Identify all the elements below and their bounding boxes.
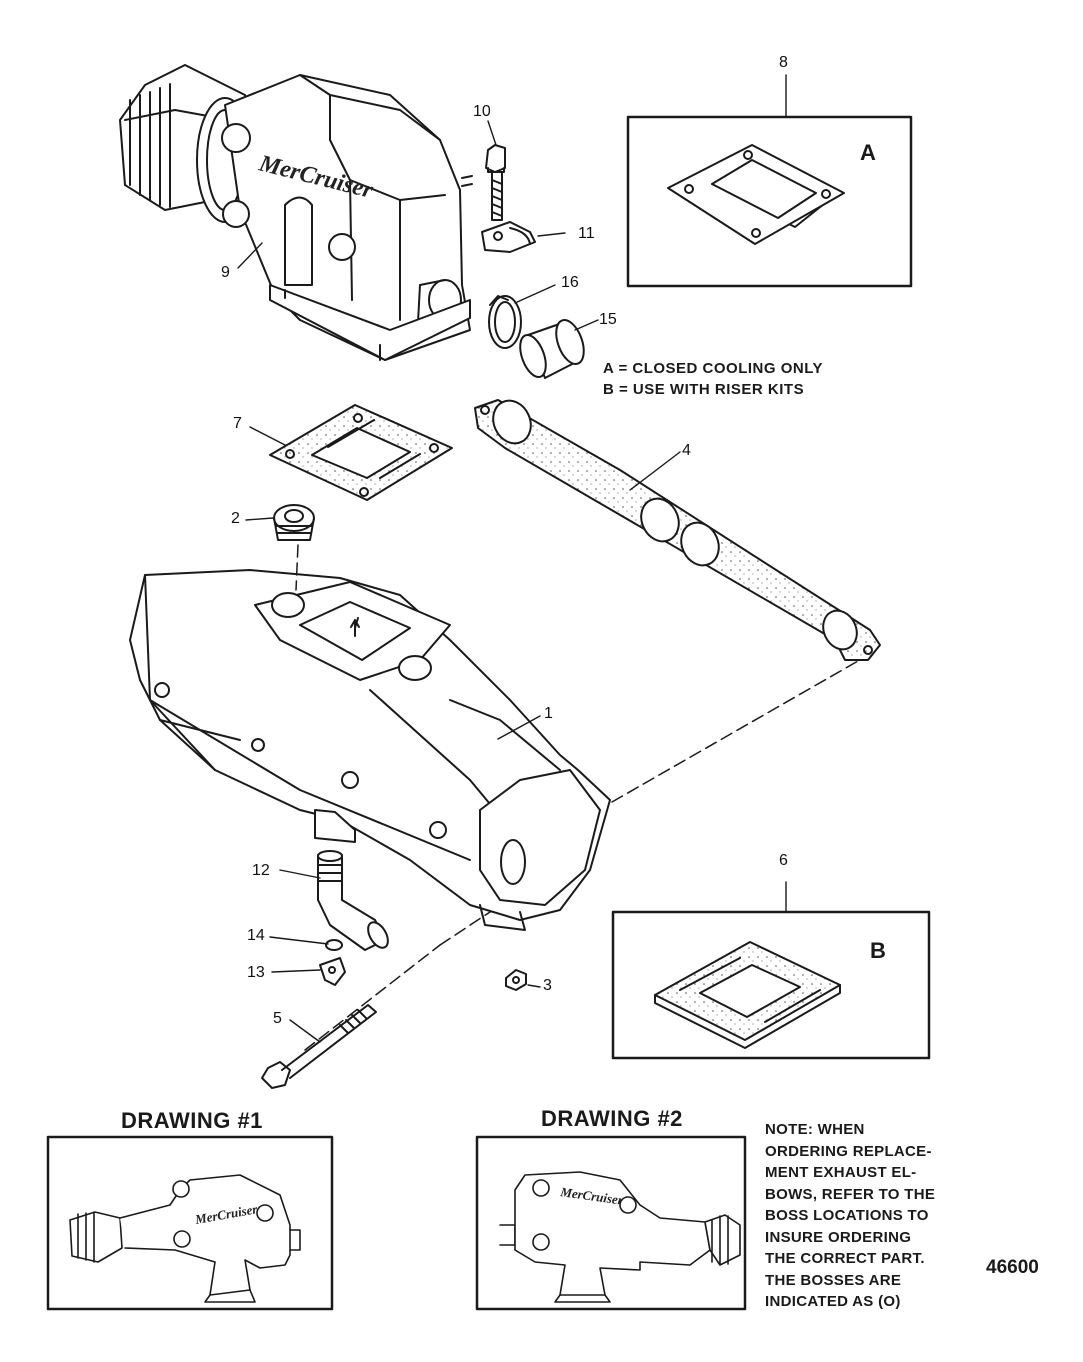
- callout-3: 3: [543, 977, 552, 994]
- exhaust-elbow-part-9: [119, 64, 473, 361]
- callout-15: 15: [599, 311, 617, 328]
- drawing-2-title: DRAWING #2: [541, 1106, 683, 1131]
- legend: A = CLOSED COOLING ONLY B = USE WITH RIS…: [603, 358, 823, 400]
- hose-part-15: [519, 319, 585, 379]
- clamp-part-11: [481, 221, 536, 253]
- drawing-2-box: [475, 1135, 747, 1311]
- exhaust-manifold-part-1: [129, 569, 611, 931]
- callout-16: 16: [561, 274, 579, 291]
- note-line: BOWS, REFER TO THE: [765, 1185, 936, 1203]
- note-line: BOSS LOCATIONS TO: [765, 1207, 929, 1224]
- callout-6: 6: [779, 852, 788, 869]
- callout-4: 4: [682, 442, 691, 459]
- drain-plug-part-13: [319, 957, 346, 986]
- inset-box-a: [626, 115, 913, 288]
- figure-number: 46600: [986, 1257, 1039, 1278]
- callout-13: 13: [247, 964, 265, 981]
- note-line: THE BOSSES ARE: [765, 1271, 902, 1289]
- drawing-2-elbow: [499, 1171, 741, 1303]
- plug-part-2: [273, 504, 315, 541]
- note-line: NOTE: WHEN: [765, 1121, 865, 1138]
- drawing-1-elbow: [69, 1174, 301, 1303]
- manifold-gasket-part-4: [474, 399, 881, 661]
- note-line: INDICATED AS (O): [765, 1293, 901, 1310]
- callout-10: 10: [473, 103, 491, 120]
- legend-line-a: A = CLOSED COOLING ONLY: [603, 360, 823, 377]
- note-line: MENT EXHAUST EL-: [765, 1164, 917, 1181]
- callout-1: 1: [544, 705, 553, 722]
- callout-12: 12: [252, 862, 270, 879]
- elbow-fitting-part-12: [317, 850, 389, 951]
- callout-14: 14: [247, 927, 265, 944]
- nut-part-3: [505, 969, 527, 991]
- callout-11: 11: [578, 225, 595, 242]
- callout-2: 2: [231, 510, 240, 527]
- note-line: INSURE ORDERING: [765, 1228, 912, 1246]
- legend-line-b: B = USE WITH RISER KITS: [603, 381, 805, 398]
- callout-8: 8: [779, 54, 788, 71]
- note-line: ORDERING REPLACE-: [765, 1142, 932, 1160]
- drawing-1-title: DRAWING #1: [121, 1108, 263, 1133]
- callout-9: 9: [221, 264, 230, 281]
- bolt-part-5: [261, 1004, 377, 1089]
- bolt-part-10: [485, 144, 506, 221]
- callout-5: 5: [273, 1010, 282, 1027]
- ordering-note: NOTE: WHEN ORDERING REPLACE- MENT EXHAUS…: [765, 1119, 995, 1313]
- inset-b-letter: B: [870, 938, 886, 963]
- callout-7: 7: [233, 415, 242, 432]
- inset-box-b: [611, 910, 931, 1060]
- note-line: THE CORRECT PART.: [765, 1250, 925, 1267]
- o-ring-part-14: [325, 939, 343, 951]
- drawing-1-box: [46, 1135, 334, 1311]
- hose-clamp-part-16: [488, 295, 522, 349]
- inset-a-letter: A: [860, 140, 876, 165]
- gasket-part-7: [269, 404, 453, 501]
